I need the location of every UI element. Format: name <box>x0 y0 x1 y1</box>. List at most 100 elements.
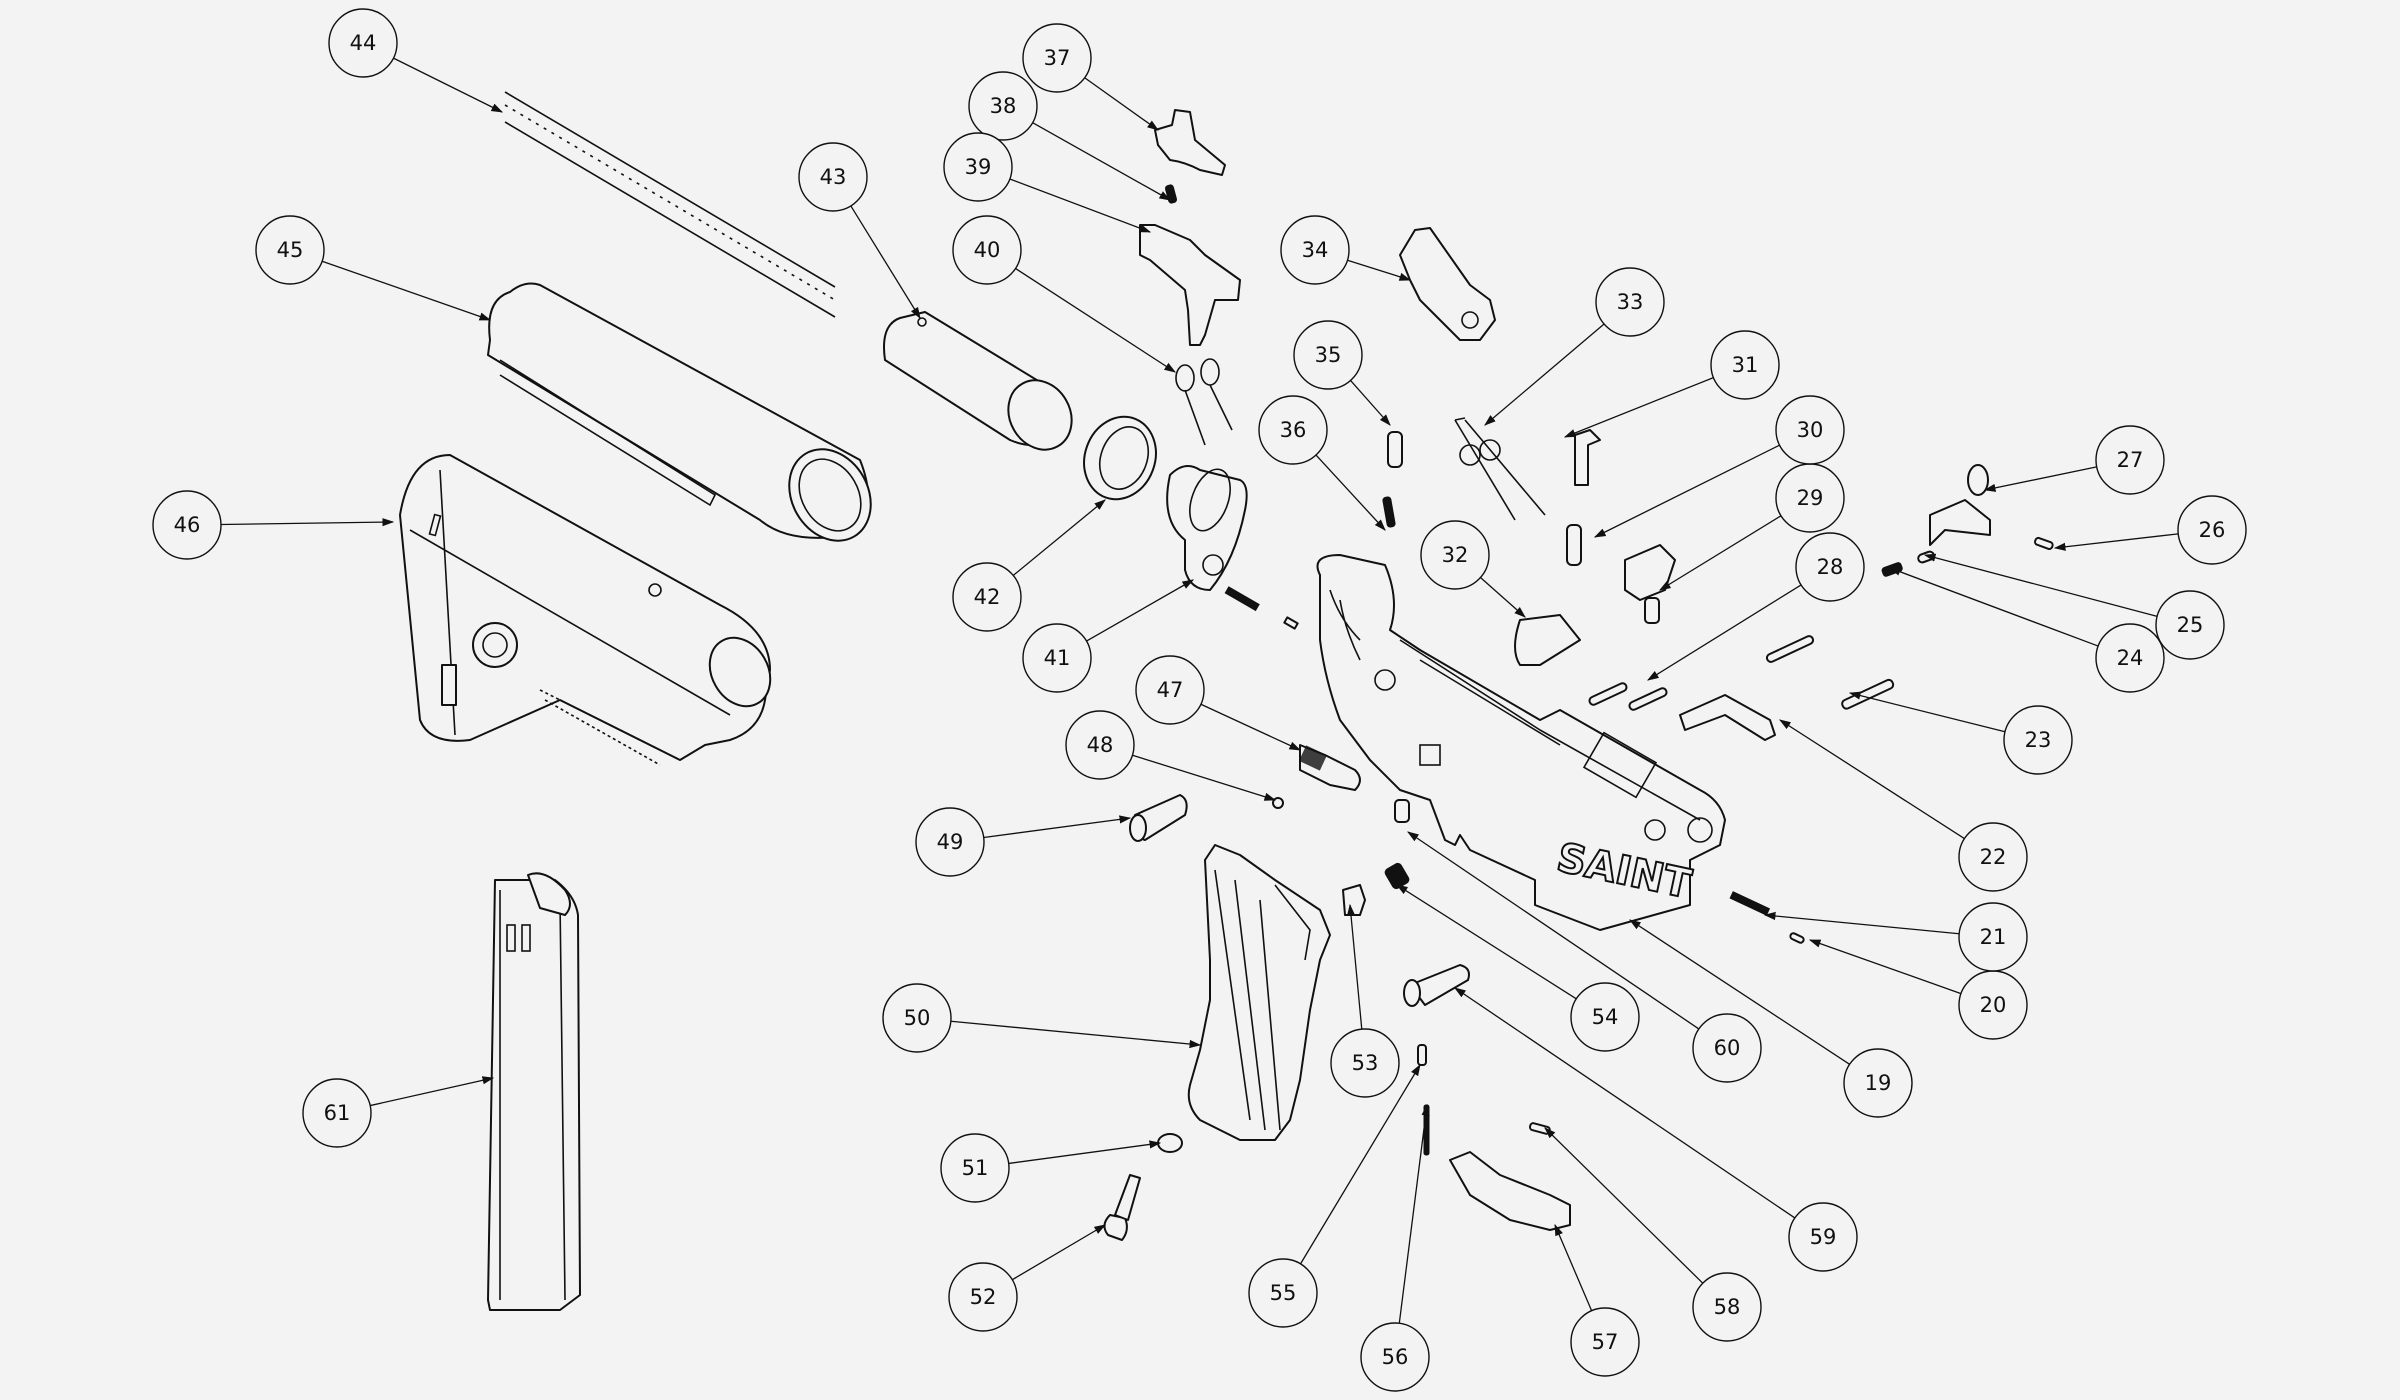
hammer-pin-hole <box>1461 311 1479 329</box>
callout-circle <box>1022 23 1092 93</box>
callout-61: 61 <box>302 1076 495 1148</box>
callout-43: 43 <box>798 142 921 319</box>
leader-line <box>1407 831 1700 1030</box>
callout-number: 19 <box>1865 1071 1892 1095</box>
trigger-guard-part <box>1449 1151 1571 1231</box>
callout-number: 58 <box>1714 1295 1741 1319</box>
grip-screw-part <box>1103 1174 1141 1241</box>
callout-circle <box>1065 710 1135 780</box>
leader-line <box>1299 1063 1421 1265</box>
buffer-tube-part <box>487 282 872 542</box>
callout-circle <box>2095 425 2165 495</box>
callout-circle <box>1280 215 1350 285</box>
pivot-pin-part <box>1588 682 1628 706</box>
callout-circle <box>968 71 1038 141</box>
castle-nut-part <box>1083 415 1157 501</box>
callout-number: 52 <box>970 1285 997 1309</box>
magazine-catch-spring-part <box>1384 862 1410 890</box>
leader-line <box>850 205 921 319</box>
leader-line <box>1396 884 1577 1000</box>
hammer-pin-part <box>1841 678 1895 710</box>
callout-number: 33 <box>1617 290 1644 314</box>
leader-line <box>1086 579 1195 642</box>
takedown-detent-pin-part <box>1283 616 1299 630</box>
callout-34: 34 <box>1280 215 1412 285</box>
callout-number: 51 <box>962 1156 989 1180</box>
callout-49: 49 <box>915 807 1132 877</box>
callout-circle <box>1595 267 1665 337</box>
callout-52: 52 <box>948 1224 1107 1332</box>
leader-line <box>1763 911 1960 935</box>
callout-number: 41 <box>1044 646 1071 670</box>
hammer-part <box>1399 227 1496 341</box>
callout-number: 39 <box>965 155 992 179</box>
leader-line <box>1398 1103 1430 1324</box>
leader-line <box>1888 567 2099 647</box>
callout-circle <box>952 215 1022 285</box>
callout-39: 39 <box>943 132 1152 233</box>
callout-circle <box>1570 1307 1640 1377</box>
callout-53: 53 <box>1330 903 1400 1098</box>
callout-circle <box>1788 1202 1858 1272</box>
callout-51: 51 <box>940 1133 1162 1203</box>
leader-line <box>950 1020 1202 1049</box>
callout-circle <box>152 490 222 560</box>
callout-48: 48 <box>1065 710 1277 801</box>
callout-20: 20 <box>1808 939 2028 1040</box>
leader-line <box>370 1076 495 1107</box>
leader-line <box>1012 499 1106 576</box>
callout-circle <box>940 1133 1010 1203</box>
callout-number: 48 <box>1087 733 1114 757</box>
callout-number: 31 <box>1732 353 1759 377</box>
callout-circle <box>1135 655 1205 725</box>
callout-57: 57 <box>1554 1223 1640 1377</box>
callout-number: 59 <box>1810 1225 1837 1249</box>
callout-number: 23 <box>2025 728 2052 752</box>
callout-59: 59 <box>1454 987 1858 1272</box>
callout-42: 42 <box>952 499 1106 632</box>
callout-circle <box>1692 1013 1762 1083</box>
leader-line <box>220 518 395 527</box>
leader-line <box>1484 323 1605 426</box>
leader-line <box>1008 1140 1162 1165</box>
callout-number: 61 <box>324 1101 351 1125</box>
callout-23: 23 <box>1848 691 2073 775</box>
buffer-retainer-spring-part <box>1729 891 1771 916</box>
leader-line <box>1554 1223 1593 1311</box>
callout-circle <box>1360 1322 1430 1392</box>
callout-30: 30 <box>1593 395 1845 538</box>
callout-circle <box>1258 395 1328 465</box>
callout-number: 45 <box>277 238 304 262</box>
trigger-guard-pin-head <box>1403 979 1421 1007</box>
callout-27: 27 <box>1983 425 2165 495</box>
leader-line <box>1032 122 1172 201</box>
callout-25: 25 <box>1923 553 2225 660</box>
callout-19: 19 <box>1629 919 1913 1118</box>
leader-line <box>1659 515 1782 591</box>
callout-number: 34 <box>1302 238 1329 262</box>
magazine-catch-knurl <box>1298 745 1328 771</box>
callout-58: 58 <box>1544 1127 1762 1342</box>
callout-number: 42 <box>974 585 1001 609</box>
callout-number: 30 <box>1797 418 1824 442</box>
leader-line <box>1647 584 1802 681</box>
safety-detent-housing-part <box>1342 884 1366 916</box>
callout-number: 56 <box>1382 1345 1409 1369</box>
callout-circle <box>2003 705 2073 775</box>
callout-number: 54 <box>1592 1005 1619 1029</box>
callout-circle <box>882 983 952 1053</box>
magazine-part <box>487 872 581 1311</box>
trigger-guard-small-pin-part <box>1528 1122 1551 1135</box>
callout-circle <box>1692 1272 1762 1342</box>
leader-line <box>1544 1127 1704 1284</box>
end-plate-part <box>1166 465 1248 591</box>
callout-21: 21 <box>1763 902 2028 972</box>
disconnector-spring-part <box>1164 184 1178 204</box>
lower-receiver-part: SAINT <box>1316 554 1726 931</box>
callout-number: 24 <box>2117 646 2144 670</box>
callout-circle <box>1570 982 1640 1052</box>
callout-31: 31 <box>1563 330 1780 438</box>
callout-number: 36 <box>1280 418 1307 442</box>
callout-number: 37 <box>1044 46 1071 70</box>
